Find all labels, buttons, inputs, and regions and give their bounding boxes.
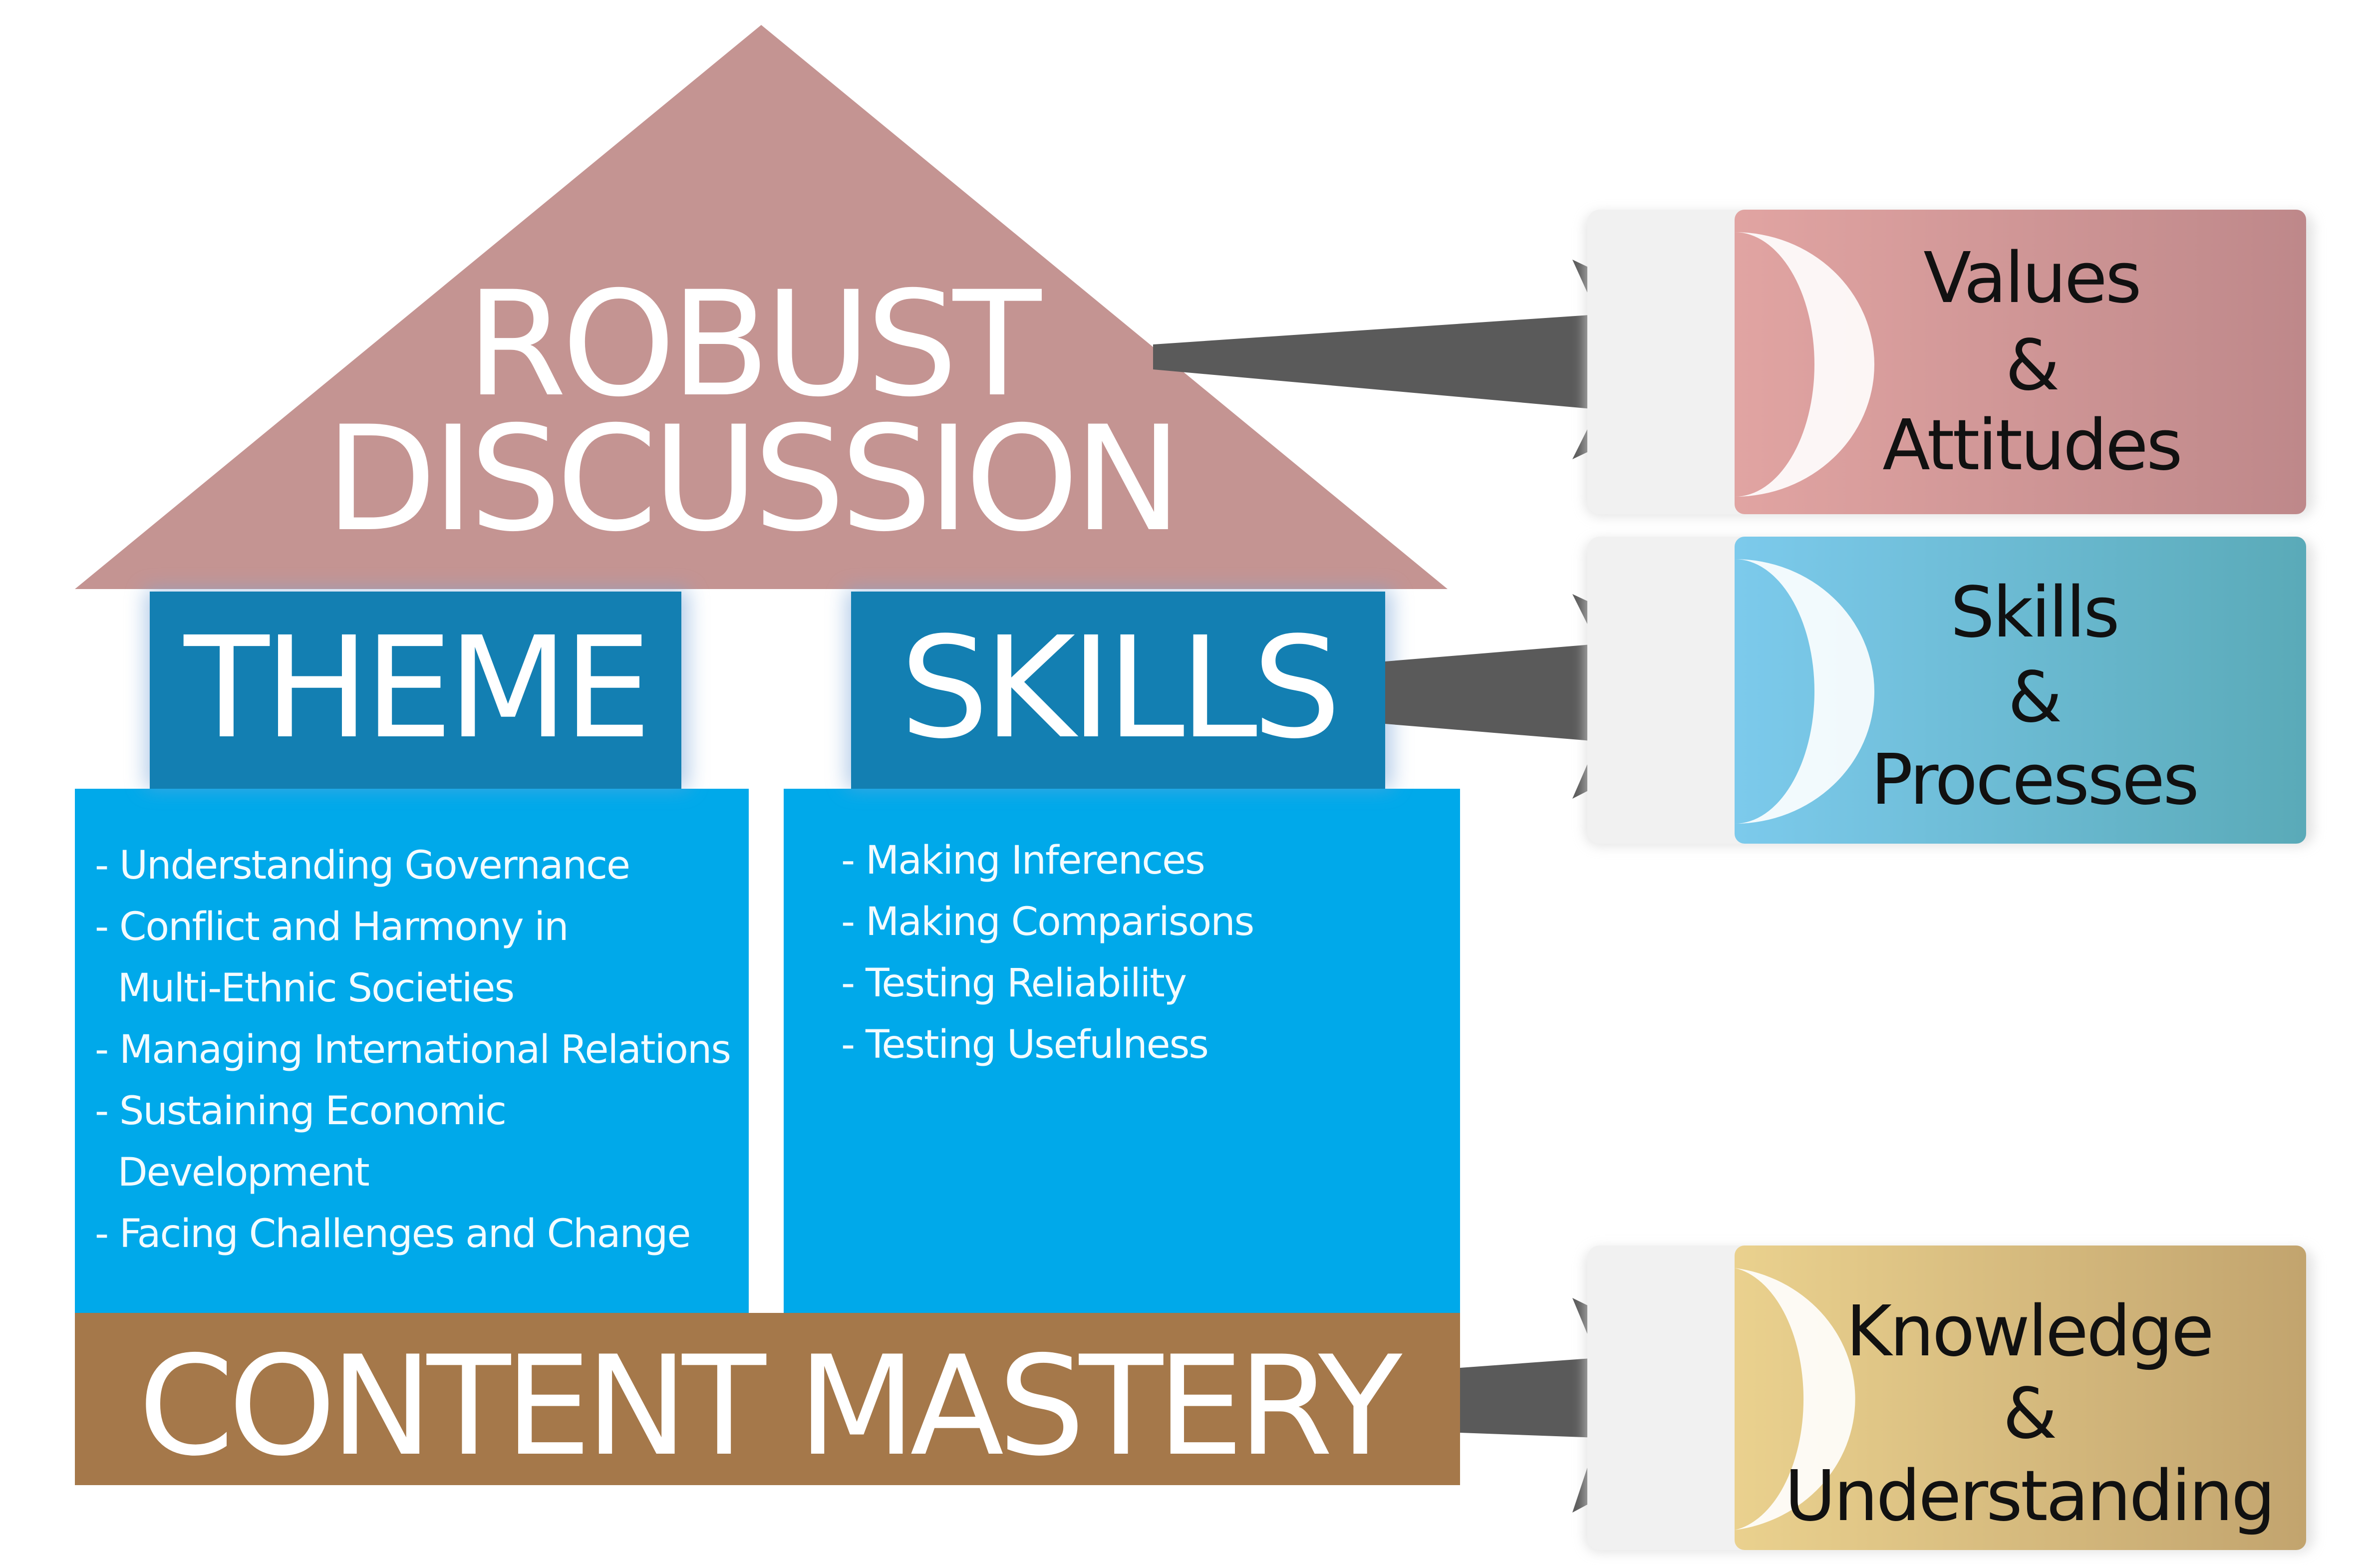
outcome-skills-line1: Skills [1950, 572, 2118, 653]
roof-title-line1: ROBUST [466, 261, 1043, 429]
outcome-skills-notch [1735, 559, 1874, 824]
theme-item-5: - Sustaining Economic [95, 1089, 506, 1134]
skills-header [851, 592, 1385, 789]
roof: ROBUST DISCUSSION [75, 25, 1448, 589]
outcome-knowledge: Knowledge & Understanding [1585, 1246, 2314, 1553]
theme-pillar: THEME - Understanding Governance - Confl… [75, 589, 749, 1313]
outcome-knowledge-line3: Understanding [1785, 1456, 2273, 1537]
skills-item-4: - Testing Usefulness [841, 1022, 1208, 1067]
outcome-skills-line3: Processes [1871, 739, 2197, 821]
theme-item-6: Development [95, 1150, 369, 1195]
skills-item-2: - Making Comparisons [841, 900, 1253, 944]
roof-title-line2: DISCUSSION [325, 395, 1178, 564]
theme-item-1: - Understanding Governance [95, 843, 629, 888]
theme-header [150, 592, 681, 789]
skills-item-list: - Making Inferences - Making Comparisons… [841, 838, 1254, 1067]
theme-title: THEME [182, 607, 646, 770]
arrow-to-skills-shape [1385, 594, 1782, 799]
theme-panel [75, 789, 749, 1313]
outcome-knowledge-notch [1735, 1268, 1855, 1530]
outcome-skills-line2: & [2008, 657, 2060, 738]
outcome-knowledge-line2: & [2003, 1373, 2055, 1455]
skills-item-3: - Testing Reliability [841, 961, 1186, 1006]
skills-item-1: - Making Inferences [841, 838, 1204, 883]
theme-item-7: - Facing Challenges and Change [95, 1212, 690, 1256]
outcome-values-line3: Attitudes [1882, 405, 2181, 486]
outcome-values-line2: & [2005, 325, 2058, 406]
outcome-values-notch [1735, 232, 1874, 497]
theme-item-2: - Conflict and Harmony in [95, 905, 568, 949]
arrow-to-skills [1385, 594, 1782, 799]
outcome-knowledge-line1: Knowledge [1846, 1291, 2212, 1372]
outcome-values: Values & Attitudes [1585, 210, 2314, 517]
skills-title: SKILLS [900, 607, 1336, 770]
foundation: CONTENT MASTERY [75, 1313, 1460, 1486]
skills-panel [784, 789, 1460, 1313]
content-mastery-bar [75, 1313, 1460, 1485]
outcome-knowledge-label-box [1735, 1246, 2306, 1550]
content-mastery-label: CONTENT MASTERY [138, 1326, 1404, 1486]
outcome-skills: Skills & Processes [1585, 537, 2314, 846]
roof-triangle [75, 25, 1448, 589]
theme-item-4: - Managing International Relations [95, 1027, 730, 1072]
outcome-values-line1: Values [1923, 238, 2139, 319]
outcome-values-label-box [1735, 210, 2306, 514]
outcome-skills-label-box [1735, 537, 2306, 844]
theme-item-list: - Understanding Governance - Conflict an… [95, 843, 731, 1256]
skills-pillar: SKILLS - Making Inferences - Making Comp… [784, 589, 1460, 1313]
theme-item-3: Multi-Ethnic Societies [95, 966, 514, 1011]
